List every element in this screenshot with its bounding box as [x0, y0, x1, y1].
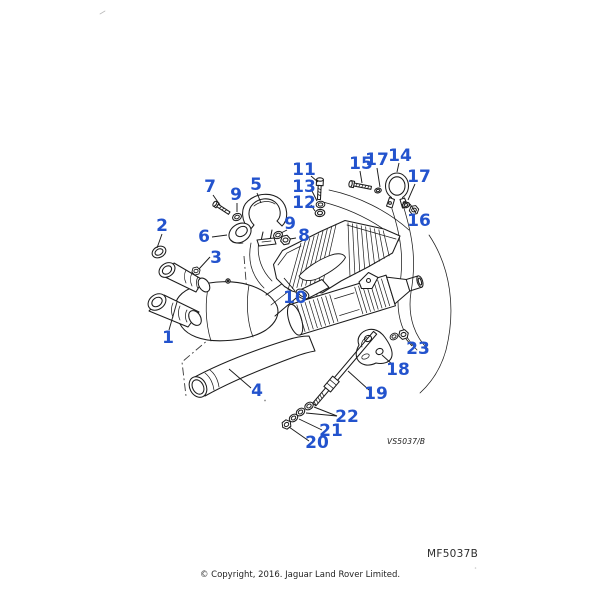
callout-8: 8	[298, 226, 310, 246]
callout-leader-20	[288, 426, 310, 442]
callout-23: 23	[406, 339, 430, 359]
callout-leader-13	[310, 188, 318, 202]
callout-leader-17	[407, 183, 416, 201]
part-11-bolt	[315, 177, 324, 201]
callout-20: 20	[305, 433, 329, 453]
callout-19: 19	[364, 384, 388, 404]
print-specks	[99, 10, 477, 569]
callout-leader-22	[305, 412, 338, 417]
callout-leader-6	[211, 234, 228, 238]
part-9-washer	[230, 211, 244, 223]
callout-leader-1	[168, 301, 178, 331]
callout-13: 13	[292, 177, 316, 197]
callout-2: 2	[156, 216, 168, 236]
callout-18: 18	[386, 360, 410, 380]
callout-11: 11	[292, 160, 316, 180]
heat-shield-rib-band-2	[347, 222, 390, 278]
callout-5: 5	[250, 175, 262, 195]
callout-leader-21	[298, 418, 323, 431]
part-2-sealing-ring	[151, 245, 167, 259]
callout-leader-22	[313, 406, 338, 417]
callout-leader-15	[359, 170, 363, 184]
callout-12: 12	[292, 193, 316, 213]
callout-leader-8	[289, 237, 297, 240]
callout-10: 10	[283, 288, 307, 308]
callout-3: 3	[210, 248, 222, 268]
callout-15: 15	[349, 154, 373, 174]
callout-leader-9	[280, 229, 288, 234]
sketch-code: VS5037/B	[387, 437, 425, 446]
callout-21: 21	[319, 421, 343, 441]
callout-6: 6	[198, 227, 210, 247]
part-10-heat-shield	[272, 219, 401, 295]
callout-leader-23	[405, 338, 413, 347]
part-23-washer	[388, 331, 400, 342]
callout-4: 4	[251, 381, 263, 401]
part-12-washer	[314, 208, 326, 218]
callout-leader-4	[228, 368, 252, 389]
silencer-ribs-front	[296, 294, 339, 332]
callout-leader-11	[310, 175, 319, 183]
callout-9: 9	[230, 185, 242, 205]
copyright-text: © Copyright, 2016. Jaguar Land Rover Lim…	[200, 570, 400, 580]
callout-22: 22	[335, 407, 359, 427]
callout-1: 1	[162, 328, 174, 348]
part-19-bolt	[312, 330, 378, 407]
callout-leader-5	[256, 192, 262, 204]
figure-code: MF5037B	[427, 548, 478, 560]
fixings-20-21-22	[279, 399, 316, 432]
callout-7: 7	[204, 177, 216, 197]
part-15-bolt	[348, 180, 372, 190]
part-17-washer	[373, 186, 383, 195]
callout-leader-3	[198, 256, 211, 270]
part-6-gasket	[228, 222, 252, 244]
callout-leader-19	[347, 370, 370, 391]
part-14-clamp	[384, 172, 410, 209]
callout-17: 17	[365, 150, 389, 170]
callout-16: 16	[407, 211, 431, 231]
callout-leader-10	[283, 277, 296, 292]
fixings-15-16-17	[348, 180, 420, 216]
part-5-clamp	[242, 193, 288, 247]
callout-14: 14	[388, 146, 412, 166]
callout-leader-12	[310, 204, 316, 212]
part-4-front-pipe	[188, 335, 316, 398]
silencer-hanger-tab	[358, 271, 379, 290]
callout-17: 17	[407, 167, 431, 187]
fixings-11-12-13	[314, 177, 326, 218]
callout-leader-17	[376, 167, 381, 188]
callout-9: 9	[284, 214, 296, 234]
callout-leader-16	[409, 203, 417, 214]
silencer-assembly	[286, 271, 424, 336]
callout-leader-7	[212, 194, 221, 206]
callout-leader-18	[381, 354, 394, 366]
part-13-washer	[315, 200, 326, 209]
part-7-bolt	[212, 200, 231, 215]
callout-leader-14	[396, 162, 400, 173]
callout-leader-2	[156, 233, 163, 249]
